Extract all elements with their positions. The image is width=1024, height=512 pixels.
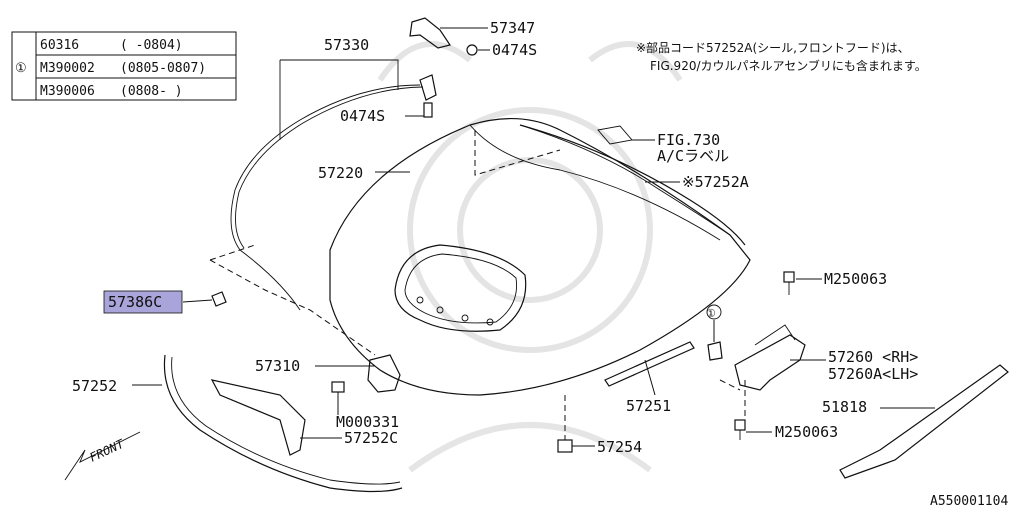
watermark-emblem [377,41,683,473]
note-line-2: FIG.920/カウルパネルアセンブリにも含まれます。 [650,58,927,73]
clip-57386c-drawing [211,291,227,307]
label-57310[interactable]: 57310 [255,357,300,375]
label-m250063-top[interactable]: M250063 [824,270,887,288]
label-0474s-top[interactable]: 0474S [492,41,537,59]
label-57330[interactable]: 57330 [324,36,369,54]
release-cable-drawing [230,84,421,311]
table-row-range: (0805-0807) [120,61,206,76]
label-circle-ref: ① [706,307,716,320]
table-row-part: 60316 [40,38,79,53]
label-57347[interactable]: 57347 [490,19,535,37]
label-fig730[interactable]: FIG.730 [657,131,720,149]
label-57260a[interactable]: 57260A<LH> [828,365,918,383]
front-arrow-icon [64,431,141,481]
label-51818[interactable]: 51818 [822,398,867,416]
table-ref-circle: ① [15,61,27,76]
note-line-1: ※部品コード57252A(シール,フロントフード)は、 [636,40,910,55]
label-57252[interactable]: 57252 [72,377,117,395]
label-m000331[interactable]: M000331 [336,413,399,431]
bumper-57254-drawing [557,439,573,453]
bracket-57252c-drawing [210,379,306,456]
table-row-part: M390002 [40,61,95,76]
label-57252a[interactable]: ※57252A [682,173,749,191]
hood-panel-drawing [329,118,751,396]
highlight-box [103,290,183,314]
rear-seal-drawing [519,124,746,246]
label-m250063-bottom[interactable]: M250063 [775,423,838,441]
hood-stay-drawing [604,341,695,387]
label-ac-label: A/Cラベル [657,147,729,165]
label-57386c[interactable]: 57386C [108,293,162,311]
label-57252c[interactable]: 57252C [344,429,398,447]
front-seal-drawing [163,354,403,493]
table-row-part: M390006 [40,84,95,99]
label-57220[interactable]: 57220 [318,164,363,182]
label-front: FRONT [87,436,126,464]
table-row-range: (0808- ) [120,84,183,99]
diagram-id: A550001104 [930,494,1008,509]
bracket-57347-drawing [409,17,451,49]
label-0474s-mid[interactable]: 0474S [340,107,385,125]
table-row-range: ( -0804) [120,38,183,53]
label-57254[interactable]: 57254 [597,438,642,456]
latch-57310-drawing [367,354,401,393]
label-57251[interactable]: 57251 [626,397,671,415]
strip-51818-drawing [839,364,1009,479]
reference-table: ① 60316 ( -0804) M390002 (0805-0807) M39… [11,31,237,101]
label-57260[interactable]: 57260 <RH> [828,348,918,366]
